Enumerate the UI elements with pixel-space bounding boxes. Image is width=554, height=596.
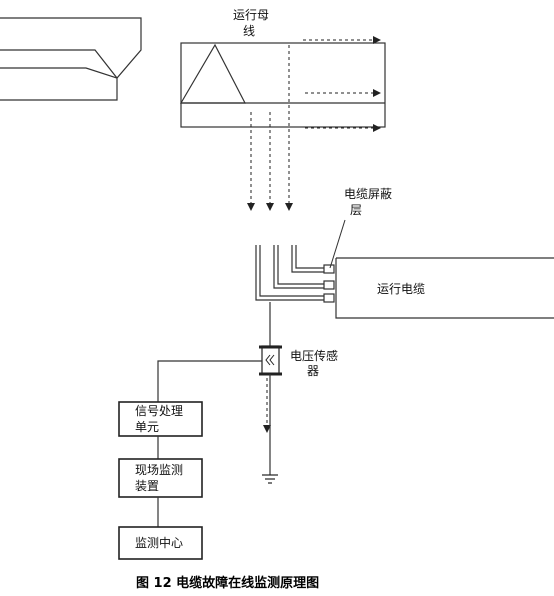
left-busbar-shape [0, 17, 142, 101]
shield-label-line2: 层 [350, 203, 363, 217]
field-box-line2: 装置 [135, 479, 160, 493]
voltage-sensor [259, 345, 282, 376]
cable-terminals [323, 264, 335, 303]
busbar-label-line1: 运行母 [233, 8, 270, 22]
running-cable [335, 257, 554, 319]
ground-icon [262, 474, 278, 484]
signal-box-line1: 信号处理 [135, 404, 184, 418]
running-busbar [179, 42, 386, 128]
monitor-center-box [118, 526, 203, 560]
shield-leader-line [329, 219, 346, 269]
busbar-current-arrows [303, 36, 381, 132]
shield-label-line1: 电缆屏蔽 [344, 187, 393, 201]
signal-box-line2: 单元 [135, 420, 160, 434]
cable-label: 运行电缆 [377, 282, 426, 296]
sensor-label-line1: 电压传感 [290, 349, 339, 363]
coupling-lines [247, 45, 293, 211]
busbar-label-line2: 线 [243, 24, 256, 38]
sensor-label-line2: 器 [307, 364, 320, 378]
figure-caption: 图 12 电缆故障在线监测原理图 [136, 576, 320, 591]
field-box-line1: 现场监测 [135, 463, 184, 477]
signal-wire [157, 360, 262, 402]
field-monitor-box [118, 458, 203, 498]
shield-conductors [255, 245, 325, 301]
center-box-label: 监测中心 [135, 536, 184, 550]
signal-processing-box [118, 401, 203, 437]
